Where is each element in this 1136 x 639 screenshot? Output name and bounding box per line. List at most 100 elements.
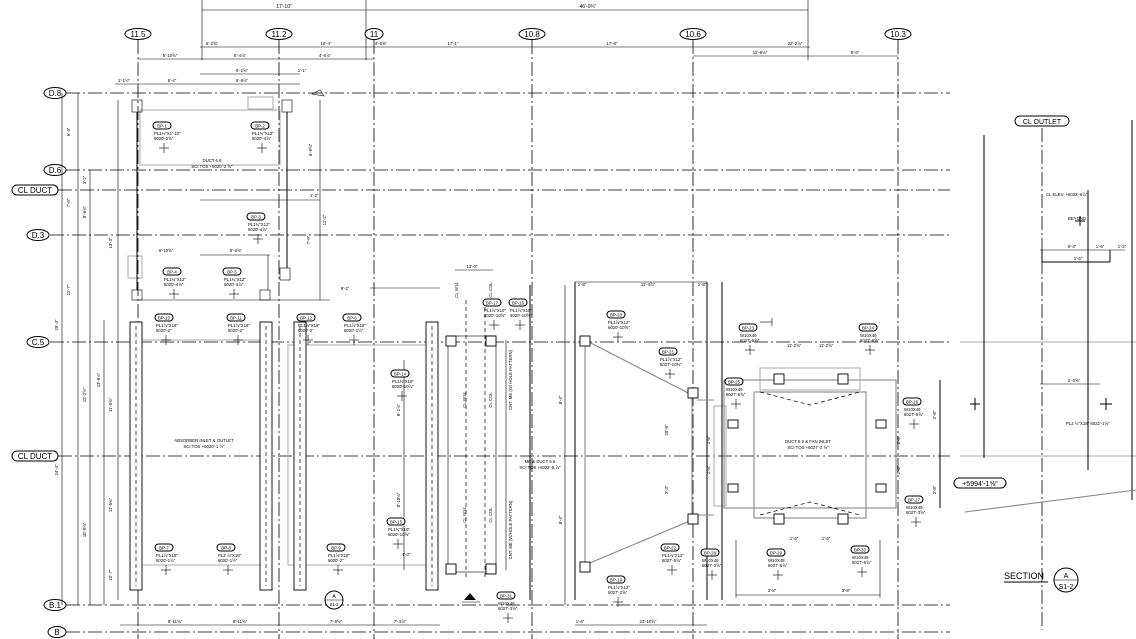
row-label: D.8 bbox=[49, 89, 62, 98]
dim-text: 8'-10⅛" bbox=[396, 492, 401, 507]
dim-text: 3'-2" bbox=[82, 175, 87, 184]
dim-text: 4'-6⅞" bbox=[319, 53, 332, 58]
me-duct-label: ME & DUCT 6.6 bbox=[525, 459, 556, 464]
dim-text: 2'-0⅝" bbox=[1068, 378, 1081, 383]
row-bubbles: D.8 D.6 D.3 C.5 B.1 B CL DUCT CL DUCT bbox=[11, 87, 67, 638]
bp-elev-label: 6020'-2⅝" bbox=[154, 136, 174, 141]
cl-w14-label: CL W14 bbox=[462, 507, 467, 523]
dim-text: 17'-8" bbox=[607, 41, 618, 46]
fan-inlet-frame: DUCT 6.6 & FAN INLET SCI TOS +6027'-2 ⅝"… bbox=[706, 282, 941, 600]
bp-plate-label: PL1⅞"X18" bbox=[298, 323, 320, 328]
column-label: 10.6 bbox=[685, 30, 701, 39]
right-bp-label: PL2 ½"X18" 6022'-1⅞" bbox=[1066, 421, 1110, 426]
base-plate-tags: BP-1PL1¾"X1'-10"6020'-2⅝"BP-2PL1¾"X12"60… bbox=[152, 121, 926, 623]
bp-plate-label: PL1¾"X12" bbox=[164, 277, 186, 282]
dim-text: 7'-9" bbox=[66, 198, 71, 207]
duct-tos: SCI TOS +6020'-2 ⅝" bbox=[191, 164, 233, 169]
section-cut-bubble: A S1-2 bbox=[324, 590, 480, 610]
dim-text: 11'-2" bbox=[322, 214, 327, 225]
cl-col-label: CL COL bbox=[488, 392, 493, 408]
dim-text: 7'-9" bbox=[306, 235, 311, 244]
bp-tag-label: BP-18 bbox=[610, 578, 623, 583]
bp-tag-label: BP-15 bbox=[390, 520, 403, 525]
column-label: 10.8 bbox=[524, 30, 540, 39]
section-bubble-letter: A bbox=[332, 594, 336, 600]
dim-text: 13'-3" bbox=[108, 237, 113, 248]
bp-elev-label: 6020'-2" bbox=[228, 328, 244, 333]
dim-text: 3'-3" bbox=[664, 485, 669, 494]
bp-tag-label: BP-8 bbox=[221, 546, 231, 551]
dim-text: 8'-2⅞" bbox=[396, 403, 401, 416]
bp-tag-label: BP-3 bbox=[251, 215, 261, 220]
column-bubbles: 11.5 11.2 11 10.8 10.6 10.3 bbox=[124, 28, 912, 40]
bp-tag-label: BP-4 bbox=[167, 270, 177, 275]
dim-text: 11'-5⅜" bbox=[108, 497, 113, 512]
bp-tag-label: BP-10 bbox=[158, 316, 171, 321]
bp-tag-label: BP-28 bbox=[704, 551, 717, 556]
bp-plate-label: PL1⅞"X12" bbox=[608, 585, 630, 590]
top-dimensions: 17'-10" 46'-0¾" 5'-2⅝" 10'-4" 4'-5⅝" 17'… bbox=[115, 4, 898, 85]
cl-duct-tag-upper: CL DUCT bbox=[11, 184, 59, 196]
dim-text: 1'-8" bbox=[578, 282, 587, 287]
bp-plate-label: PL1⅞"X18" bbox=[344, 323, 366, 328]
bp-plate-label: PL1¾"X10" bbox=[392, 379, 414, 384]
cl-duct-label: CL DUCT bbox=[18, 186, 52, 195]
dim-text: 1'-8" bbox=[698, 282, 707, 287]
bp-plate-label: W10X49 bbox=[702, 558, 719, 563]
dim-text: 1'-2" bbox=[310, 193, 319, 198]
upper-frame: DUCT 6.6 SCI TOS +6020'-2 ⅝" 6'-10⅝" 8'-… bbox=[127, 89, 350, 301]
cl-w14-label: CL W14 bbox=[454, 282, 459, 298]
dim-text: 6'-4" bbox=[66, 127, 71, 136]
dim-text: 8'-6⅝" bbox=[82, 205, 87, 218]
row-label: B.1 bbox=[49, 601, 62, 610]
dim-text: 1'-6" bbox=[1096, 244, 1105, 249]
bp-plate-label: W10X49 bbox=[852, 555, 869, 560]
dim-text: 1'-1" bbox=[298, 68, 307, 73]
bp-elev-label: 6020'-10⅝" bbox=[388, 532, 410, 537]
bp-tag-label: BP-29 bbox=[770, 551, 783, 556]
dim-text: 6'-10⅝" bbox=[163, 53, 178, 58]
dim-text: 11'-7" bbox=[66, 284, 71, 295]
dim-text: 2'-8" bbox=[706, 435, 711, 444]
dim-text: 24'-4" bbox=[54, 464, 59, 475]
column-label: 11.2 bbox=[272, 30, 288, 39]
bp-plate-label: PL1¾"X10" bbox=[388, 527, 410, 532]
middle-bay-frame: 13'-0" CL W14 CL COL CL W14 CL W14 CL CO… bbox=[445, 264, 561, 600]
bp-elev-label: 6020'-1½" bbox=[156, 558, 176, 563]
bp-elev-label: 6020'-4⅞" bbox=[248, 227, 268, 232]
dim-text: 2'-8" bbox=[932, 410, 937, 419]
transition-frame: 8'-4" 8'-4" 11'-4⅞" 1'-8" 1'-8" 29'-6" 3… bbox=[558, 281, 714, 605]
dim-text: 7'-5½" bbox=[330, 619, 343, 624]
dim-text: 17'-10" bbox=[276, 4, 292, 10]
cl-elev-label: CL ELEV. +6022'-6⅞" bbox=[1046, 192, 1088, 197]
vertical-note: CNT. ME (W/HOLE PATTERN) bbox=[508, 500, 513, 559]
bp-elev-label: 6020'-2" bbox=[298, 328, 314, 333]
cl-col-label: CL COL bbox=[488, 282, 493, 298]
bp-plate-label: W10X49 bbox=[904, 407, 921, 412]
dim-text: 29'-4" bbox=[54, 319, 59, 330]
dim-text: 2'-8" bbox=[932, 485, 937, 494]
dim-text: 1'-1½" bbox=[118, 78, 131, 83]
dim-text: 5'-2⅝" bbox=[206, 41, 219, 46]
bp-plate-label: W10X49 bbox=[498, 601, 515, 606]
dim-text: 2'-8" bbox=[896, 465, 901, 474]
row-bubble-c5: C.5 bbox=[26, 336, 50, 348]
bp-plate-label: PL1⅞"X18" bbox=[156, 553, 178, 558]
cl-duct-label: CL DUCT bbox=[18, 452, 52, 461]
column-label: 11.5 bbox=[131, 30, 147, 39]
cl-duct-tag-lower: CL DUCT bbox=[11, 450, 59, 462]
bp-tag-label: BP-24 bbox=[862, 326, 875, 331]
bp-tag-label: BP-6 bbox=[347, 316, 357, 321]
